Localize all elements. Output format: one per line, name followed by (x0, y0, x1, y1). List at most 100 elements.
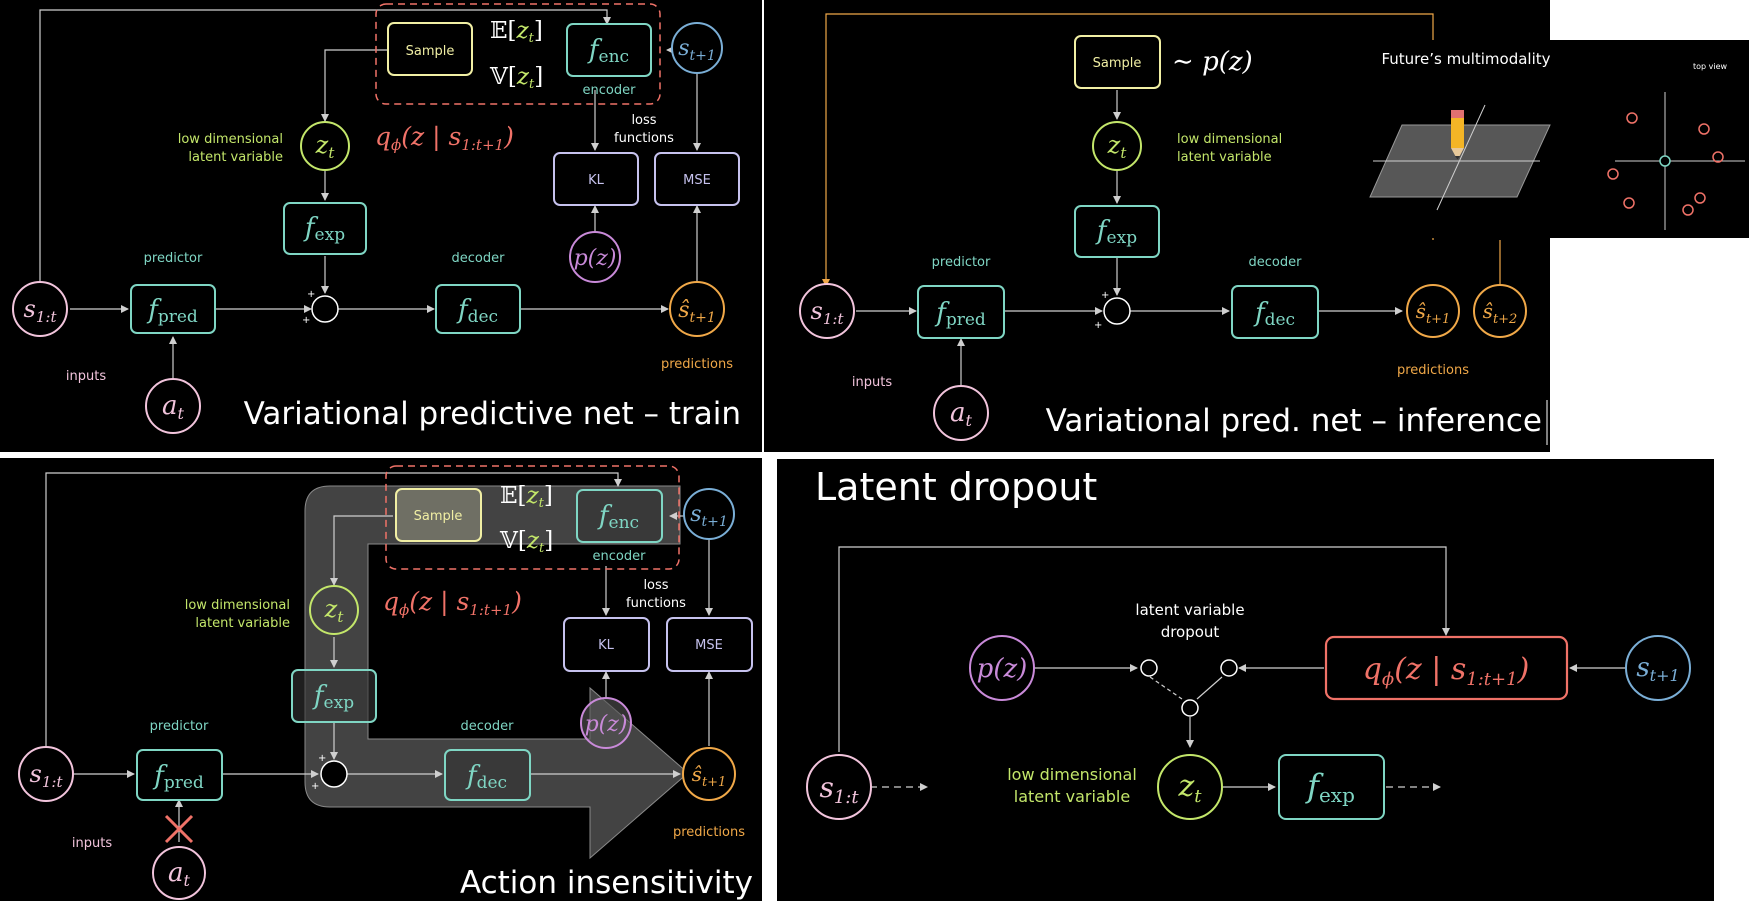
f-dec-box (444, 749, 531, 801)
sum-node (311, 295, 339, 323)
mse-loss-box (654, 152, 740, 206)
svg-text:encoder: encoder (583, 83, 637, 98)
svg-text:decoder: decoder (452, 251, 506, 266)
p-z-prior-node (580, 697, 632, 749)
f-pred-box (917, 285, 1005, 339)
origin-marker (1659, 155, 1671, 167)
f-pred-box (136, 749, 223, 801)
f-exp-box (291, 669, 377, 723)
s-input-node (12, 281, 68, 337)
encoder-dashed-box (385, 465, 680, 570)
svg-text:predictor: predictor (932, 255, 991, 270)
pencil-icon (1451, 110, 1464, 160)
panel-inference-title: Variational pred. net – inference (1046, 403, 1542, 439)
svg-text:Sample: Sample (414, 509, 463, 524)
svg-text:low dimensional: low dimensional (1007, 765, 1137, 784)
s-input-node (18, 746, 74, 802)
svg-text:predictor: predictor (144, 251, 203, 266)
svg-text:low dimensional: low dimensional (178, 132, 283, 147)
svg-text:low dimensional: low dimensional (185, 598, 290, 613)
svg-text:+: + (311, 781, 319, 792)
multimodality-inset: Future’s multimodality top view (1369, 40, 1749, 238)
sum-node (320, 760, 348, 788)
sample-box (387, 22, 473, 76)
svg-text:decoder: decoder (1249, 255, 1303, 270)
svg-text:inputs: inputs (852, 375, 892, 390)
f-pred-box (130, 284, 216, 334)
svg-text:latent variable: latent variable (1135, 601, 1244, 619)
svg-text:MSE: MSE (695, 638, 723, 653)
s-hat-prediction-node (682, 747, 736, 801)
s-input-node (799, 283, 855, 339)
panel-train: s1:t fpred at + + fdec ŝt+1 fexp zt Samp… (0, 0, 762, 452)
f-dec-box (435, 284, 521, 334)
svg-text:predictions: predictions (673, 825, 745, 840)
sample-box (395, 488, 482, 542)
f-enc-box (576, 489, 663, 543)
s-hat-t1-node (1406, 284, 1460, 338)
svg-text:KL: KL (588, 173, 605, 188)
svg-text:latent variable: latent variable (195, 616, 290, 631)
svg-text:𝔼[zt]: 𝔼[zt] (500, 483, 553, 511)
sample-from-prior-formula: ∼ p(z) (1172, 47, 1253, 77)
svg-text:inputs: inputs (66, 369, 106, 384)
svg-text:𝕍[zt]: 𝕍[zt] (499, 528, 553, 556)
svg-text:p(z): p(z) (585, 712, 628, 737)
a-input-node (933, 385, 989, 441)
f-enc-box (566, 23, 652, 77)
s-target-node (683, 488, 735, 540)
f-exp-box (1074, 205, 1160, 258)
svg-text:latent variable: latent variable (188, 150, 283, 165)
panel-action-title: Action insensitivity (460, 865, 753, 901)
s-target-node (671, 22, 723, 74)
q-phi-encoder-box (1324, 635, 1569, 701)
svg-text:latent variable: latent variable (1014, 787, 1130, 806)
svg-text:functions: functions (614, 131, 674, 146)
s-target-node (1625, 635, 1691, 701)
panel-action: s1:t fpred at + + fdec ŝt+1 fexp zt Samp… (0, 458, 762, 901)
svg-text:latent variable: latent variable (1177, 150, 1272, 165)
f-exp-box (283, 202, 367, 255)
svg-text:Sample: Sample (1093, 56, 1142, 71)
mse-loss-box (666, 617, 753, 672)
s-input-node (806, 754, 872, 820)
svg-text:encoder: encoder (593, 549, 647, 564)
svg-text:low dimensional: low dimensional (1177, 132, 1282, 147)
svg-text:MSE: MSE (683, 173, 711, 188)
a-input-node (152, 846, 206, 900)
a-input-node (145, 378, 201, 434)
sample-box (1074, 35, 1161, 89)
encoder-dashed-box (375, 3, 661, 105)
svg-text:inputs: inputs (72, 836, 112, 851)
kl-loss-box (553, 152, 639, 206)
svg-text:+: + (318, 753, 326, 764)
svg-text:loss: loss (643, 578, 668, 593)
cross-icon (164, 814, 194, 844)
svg-text:decoder: decoder (461, 719, 515, 734)
f-exp-box (1278, 754, 1385, 820)
dropout-switch-output (1181, 699, 1199, 717)
svg-text:p(z): p(z) (977, 654, 1028, 684)
svg-text:𝔼[zt]: 𝔼[zt] (490, 18, 543, 46)
sum-node (1103, 297, 1131, 325)
svg-text:dropout: dropout (1161, 623, 1220, 641)
s-hat-prediction-node (669, 281, 725, 337)
svg-text:predictions: predictions (1397, 363, 1469, 378)
z-latent-node (1157, 754, 1223, 820)
svg-text:predictor: predictor (150, 719, 209, 734)
svg-text:KL: KL (598, 638, 615, 653)
panel-dropout: Latent dropout p(z) latent variable drop… (777, 459, 1714, 901)
svg-text:+: + (1101, 290, 1109, 301)
s-hat-t2-node (1473, 284, 1527, 338)
svg-text:+: + (307, 289, 315, 300)
svg-text:functions: functions (626, 596, 686, 611)
svg-text:loss: loss (631, 113, 656, 128)
svg-text:Sample: Sample (406, 44, 455, 59)
outcome-markers (1607, 112, 1724, 216)
p-z-prior-node (569, 231, 621, 283)
svg-text:predictions: predictions (661, 357, 733, 372)
svg-text:Future’s multimodality: Future’s multimodality (1381, 50, 1550, 68)
f-dec-box (1231, 285, 1319, 339)
svg-text:p(z): p(z) (574, 246, 617, 271)
